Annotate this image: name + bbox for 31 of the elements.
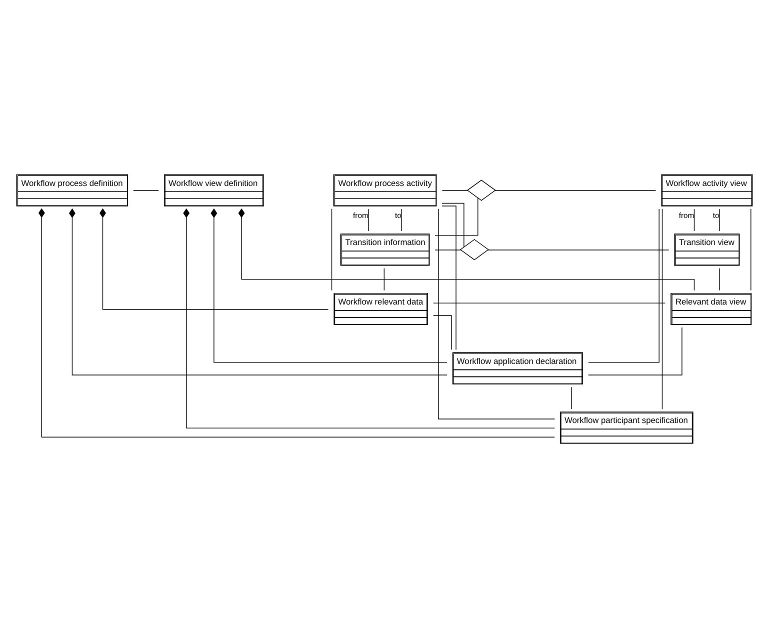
node-diamond <box>460 238 489 260</box>
connector <box>662 208 663 410</box>
connector <box>694 208 695 231</box>
connector <box>331 208 332 290</box>
connector <box>588 208 660 362</box>
connector <box>401 208 402 231</box>
connector <box>434 249 462 250</box>
edge-label: from <box>678 210 694 220</box>
connector <box>368 208 369 231</box>
connector <box>488 249 670 250</box>
connector <box>719 268 720 290</box>
connector <box>210 208 448 362</box>
connector <box>433 302 666 303</box>
connector <box>238 208 695 290</box>
connector <box>442 202 464 247</box>
connector <box>183 208 555 428</box>
connector <box>100 208 329 310</box>
edge-label: to <box>394 210 402 220</box>
connector <box>719 208 720 231</box>
connector <box>588 326 682 375</box>
edge-label: to <box>712 210 720 220</box>
connector <box>750 208 752 290</box>
connector <box>438 208 556 419</box>
connector <box>571 386 572 409</box>
connector <box>69 208 448 375</box>
connector <box>442 205 456 350</box>
connector <box>434 197 478 236</box>
edge-label: from <box>353 210 368 220</box>
connector <box>433 314 452 350</box>
connector <box>38 208 555 437</box>
node-diamond <box>466 179 496 200</box>
